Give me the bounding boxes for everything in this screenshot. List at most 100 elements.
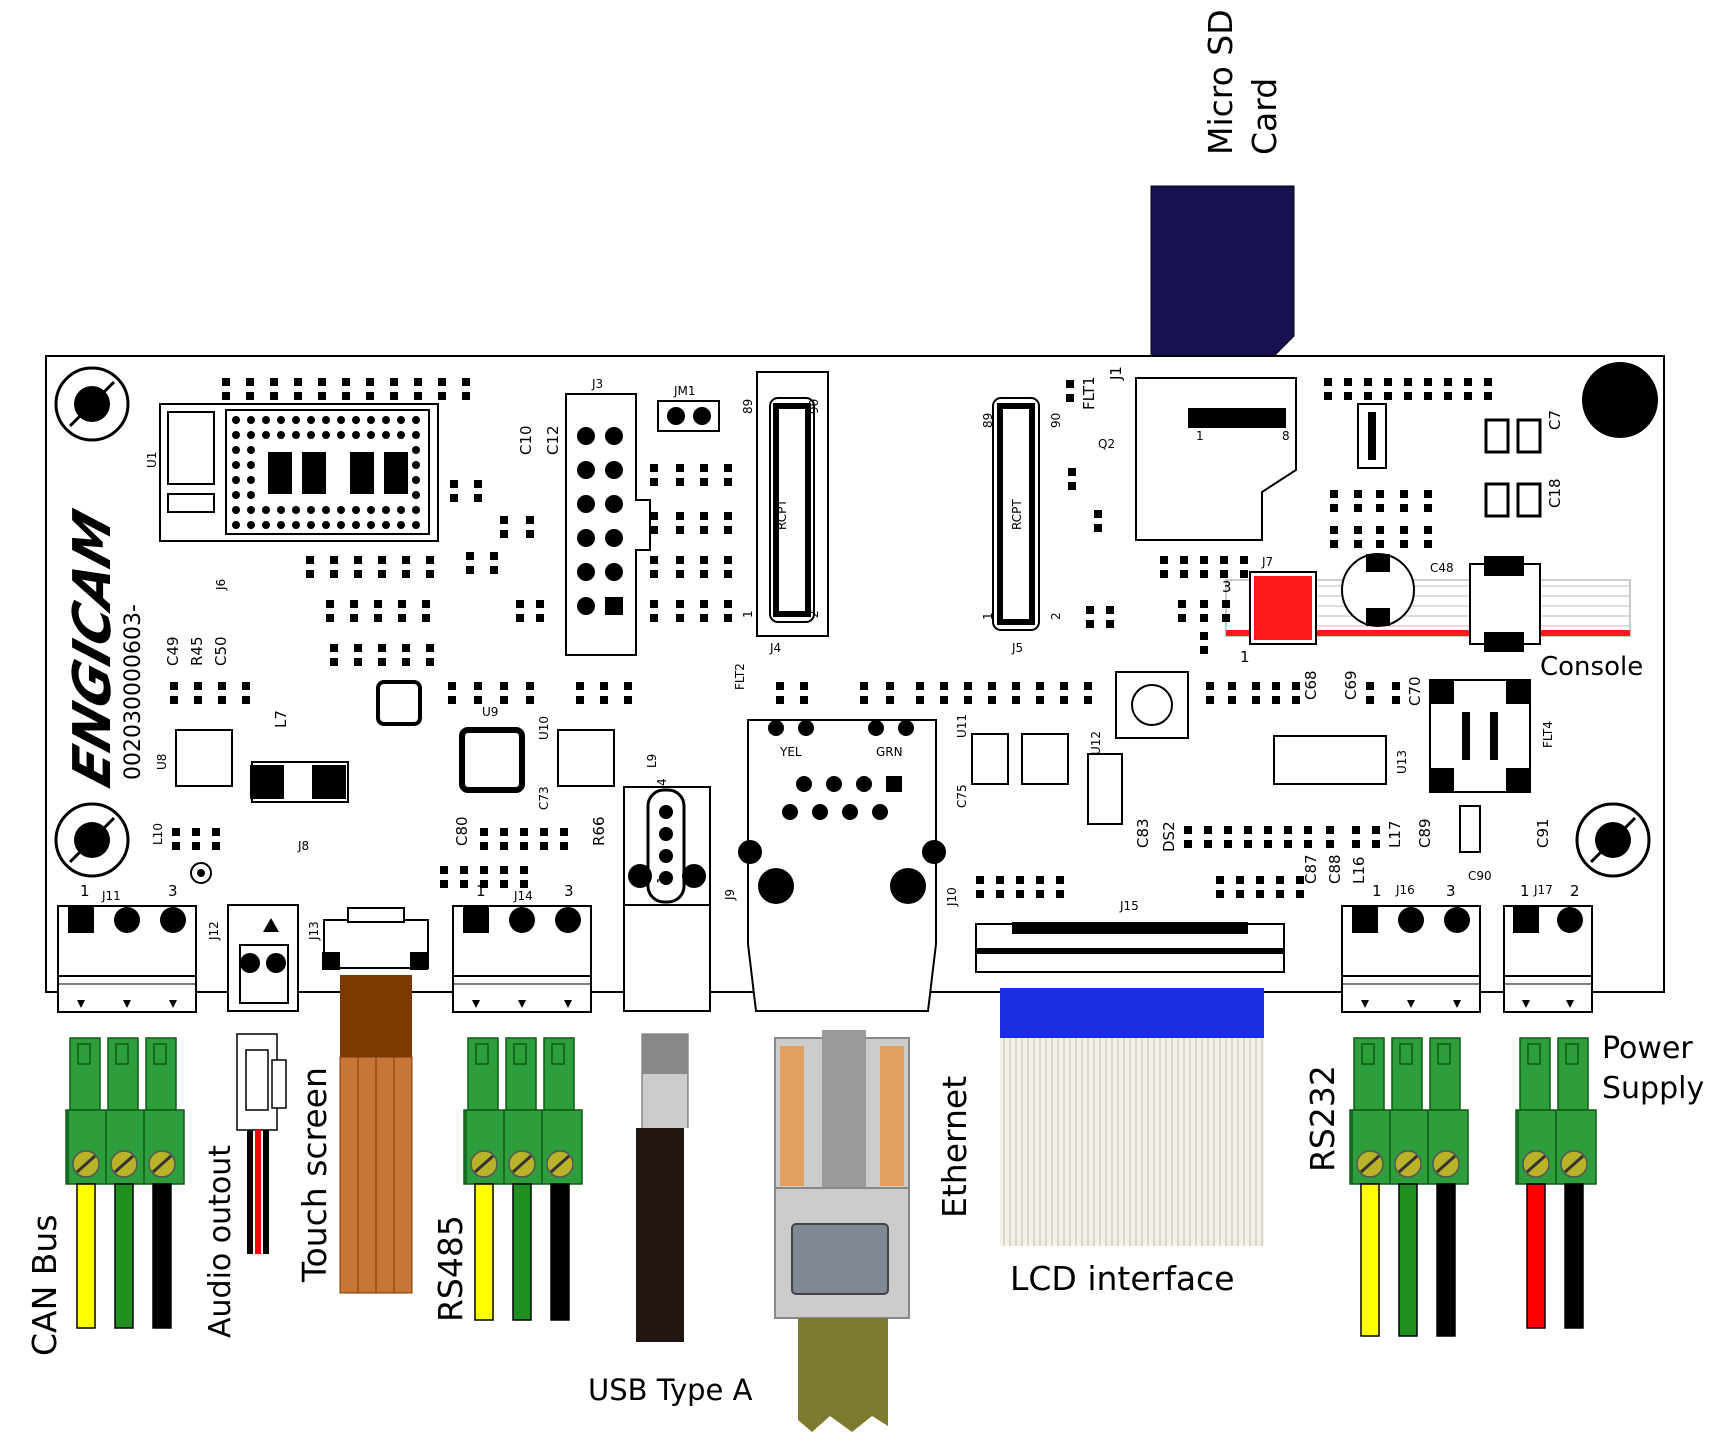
bga-dot (412, 506, 420, 514)
ethernet-grn: GRN (876, 745, 903, 759)
right-ic-packages (971, 671, 1481, 853)
smd-pad (676, 614, 684, 622)
smd-pad (1330, 540, 1338, 548)
smd-pad (1036, 890, 1044, 898)
smd-pad (1424, 504, 1432, 512)
plug-top (1353, 1037, 1385, 1111)
terminal-pad (1398, 907, 1424, 933)
engicam-logo: ENGICAM (61, 503, 122, 794)
usb-pin4: 4 (655, 778, 669, 786)
plug-screw-slot (1564, 1154, 1584, 1174)
smd-pad (1184, 840, 1192, 848)
mount-hole-bottom-right (1575, 802, 1651, 878)
smd-pad (1200, 570, 1208, 578)
sd-socket: 1 8 (1135, 377, 1297, 541)
u12-ref: U12 (1089, 731, 1103, 755)
bga-dot (262, 416, 270, 424)
smd-pad (1204, 826, 1212, 834)
terminal-pad (463, 907, 489, 933)
mounting-holes (54, 362, 1658, 884)
smd-pad (306, 556, 314, 564)
rs232-label: RS232 (1303, 1065, 1342, 1172)
smd-pad (724, 600, 732, 608)
bga-dot (382, 416, 390, 424)
bga-dot (367, 506, 375, 514)
touch-screen-label: Touch screen (295, 1067, 334, 1283)
sd-pin1: 1 (1196, 429, 1204, 443)
audio-plug (236, 1033, 287, 1254)
bga-dot (322, 506, 330, 514)
j14-ref: J14 (513, 889, 533, 903)
smd-pad (212, 842, 220, 850)
smd-pad (576, 696, 584, 704)
smd-pad (500, 696, 508, 704)
wire (1526, 1183, 1546, 1329)
smd-pad (1224, 840, 1232, 848)
smd-pad (1180, 556, 1188, 564)
smd-pad (426, 570, 434, 578)
smd-pad (194, 682, 202, 690)
smd-pad (1364, 378, 1372, 386)
c18-ref: C18 (1546, 478, 1564, 508)
big-cap (1469, 563, 1541, 645)
smd-pad (1094, 510, 1102, 518)
j15-lcd-connector: J15 (975, 899, 1285, 973)
smd-pad (342, 392, 350, 400)
bga-dot (292, 506, 300, 514)
smd-pad (354, 556, 362, 564)
sd-label-line2: Card (1245, 78, 1284, 155)
cap-body (1484, 418, 1510, 454)
smd-pad (1228, 682, 1236, 690)
j17-pin2: 2 (1570, 882, 1580, 900)
smd-pad (1200, 600, 1208, 608)
smd-pad (1160, 556, 1168, 564)
smd-pad (576, 682, 584, 690)
bga-dot (337, 431, 345, 439)
c89-ref: C89 (1416, 818, 1434, 848)
smd-pad (1106, 606, 1114, 614)
j11-pin1: 1 (80, 882, 90, 900)
l10-ref: L10 (151, 823, 165, 845)
c73-ref: C73 (537, 786, 551, 810)
smd-pad (724, 570, 732, 578)
smd-pad (976, 876, 984, 884)
terminal-plugs (65, 1037, 1597, 1337)
j13-ref: J13 (307, 921, 321, 941)
smd-pad (474, 696, 482, 704)
bga-dot (352, 506, 360, 514)
wire (1398, 1183, 1418, 1337)
smd-pad (526, 696, 534, 704)
smd-pad (1484, 378, 1492, 386)
smd-pad (650, 556, 658, 564)
smd-pad (1206, 696, 1214, 704)
plug-slot (475, 1043, 489, 1065)
smd-pad (402, 644, 410, 652)
smd-pad (1364, 392, 1372, 400)
bga-dot (382, 506, 390, 514)
plug-screw-slot (550, 1154, 570, 1174)
plug-screw-slot (152, 1154, 172, 1174)
j3-pad (577, 563, 595, 581)
terminal-pad (509, 907, 535, 933)
j5-rcpt-connector: RCPT J5 89 90 1 2 (981, 397, 1063, 655)
smd-pad (1424, 490, 1432, 498)
bga-dot (247, 506, 255, 514)
bga-dot (232, 416, 240, 424)
smd-pad (462, 392, 470, 400)
smd-pad (474, 682, 482, 690)
smd-pad (1400, 504, 1408, 512)
smd-pad (700, 556, 708, 564)
bga-dot (247, 461, 255, 469)
terminal-mark (1566, 1000, 1574, 1008)
smd-pad (1384, 392, 1392, 400)
smd-pad (624, 682, 632, 690)
smd-pad (172, 842, 180, 850)
lcd-interface-label: LCD interface (1010, 1259, 1235, 1298)
smd-pad (1330, 504, 1338, 512)
j3-pad (605, 495, 623, 513)
smd-pad (402, 658, 410, 666)
smd-pad (500, 530, 508, 538)
smd-pad (1464, 378, 1472, 386)
smd-pad (676, 570, 684, 578)
j3-pad (577, 427, 595, 445)
